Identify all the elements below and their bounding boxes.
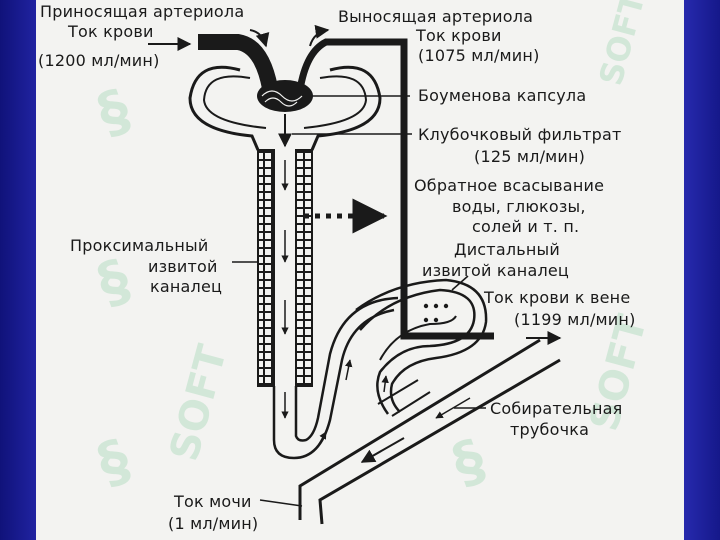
bowman-capsule <box>188 65 382 151</box>
filtrate-title: Клубочковый фильтрат <box>418 125 622 144</box>
vein-value: (1199 мл/мин) <box>514 310 636 329</box>
collecting-flow-arrow <box>360 437 405 463</box>
proximal-tubule-left-wall <box>257 149 275 387</box>
distal-tubule <box>355 278 488 415</box>
collecting-duct <box>298 338 561 525</box>
bowman-label: Боуменова капсула <box>418 86 587 105</box>
afferent-curve-arrow <box>249 29 270 48</box>
distal-line-1: Дистальный <box>454 240 560 259</box>
reabsorption-line-3: солей и т. п. <box>472 217 580 236</box>
reabsorption-line-1: Обратное всасывание <box>414 176 605 195</box>
vein-title: Ток крови к вене <box>484 288 631 307</box>
efferent-flow-label: Ток крови <box>416 26 502 45</box>
glomerulus <box>257 80 313 112</box>
proximal-tubule-right-wall <box>295 149 313 387</box>
urine-title: Ток мочи <box>174 492 252 511</box>
afferent-arteriole <box>198 34 278 90</box>
proximal-line-2: извитой <box>148 257 218 276</box>
distal-leader <box>451 275 469 291</box>
urine-value: (1 мл/мин) <box>168 514 259 533</box>
afferent-flow-label: Ток крови <box>68 22 154 41</box>
filtrate-value: (125 мл/мин) <box>474 147 586 166</box>
efferent-curve-arrow <box>309 24 330 47</box>
afferent-value: (1200 мл/мин) <box>38 51 160 70</box>
collecting-line-2: трубочка <box>510 420 590 439</box>
efferent-arteriole <box>296 38 494 340</box>
collecting-line-1: Собирательная <box>490 399 623 418</box>
proximal-line-3: каналец <box>150 277 223 296</box>
afferent-title: Приносящая артериола <box>40 2 245 21</box>
efferent-title: Выносящая артериола <box>338 7 534 26</box>
distal-line-2: извитой каналец <box>422 261 570 280</box>
proximal-line-1: Проксимальный <box>70 236 209 255</box>
efferent-value: (1075 мл/мин) <box>418 46 540 65</box>
urine-leader <box>259 499 303 507</box>
reabsorption-line-2: воды, глюкозы, <box>452 197 586 216</box>
